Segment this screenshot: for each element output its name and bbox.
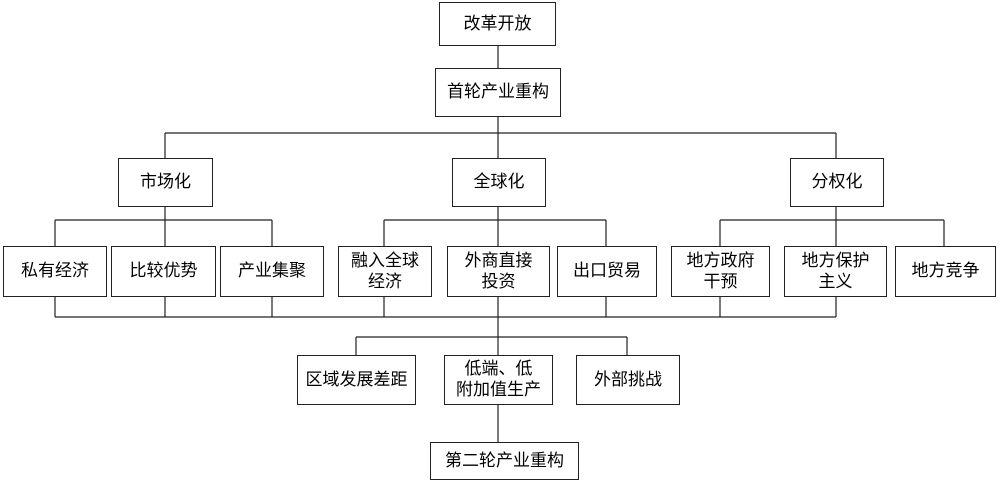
node-private-economy: 私有经济 (3, 246, 107, 297)
node-label: 低端、低 附加值生产 (456, 359, 541, 400)
node-local-competition: 地方竞争 (895, 246, 996, 297)
node-external-challenges: 外部挑战 (576, 355, 680, 405)
node-marketization: 市场化 (118, 158, 213, 207)
node-label: 私有经济 (21, 261, 89, 281)
node-local-gov-intervention: 地方政府 干预 (671, 246, 770, 297)
node-label: 出口贸易 (573, 261, 641, 281)
node-fdi: 外商直接 投资 (447, 246, 550, 297)
node-decentralization: 分权化 (790, 158, 884, 207)
node-integrate-global-economy: 融入全球 经济 (338, 246, 432, 297)
node-label: 地方竞争 (911, 261, 980, 281)
node-comparative-advantage: 比较优势 (111, 246, 216, 297)
node-label: 地方保护 主义 (801, 250, 870, 292)
node-regional-gap: 区域发展差距 (297, 355, 416, 405)
node-label: 分权化 (811, 172, 863, 192)
node-label: 产业集聚 (238, 261, 306, 281)
node-low-end-low-value: 低端、低 附加值生产 (444, 355, 553, 405)
node-reform-opening: 改革开放 (439, 2, 556, 46)
node-globalization: 全球化 (452, 158, 546, 207)
node-label: 区域发展差距 (305, 369, 408, 390)
node-label: 市场化 (140, 172, 191, 192)
node-label: 全球化 (473, 172, 525, 192)
node-local-protectionism: 地方保护 主义 (784, 246, 887, 297)
node-label: 第二轮产业重构 (445, 450, 564, 471)
node-second-restructuring: 第二轮产业重构 (430, 442, 579, 480)
node-industrial-clustering: 产业集聚 (220, 246, 324, 297)
node-label: 比较优势 (129, 261, 198, 281)
node-first-restructuring: 首轮产业重构 (435, 68, 561, 117)
node-export-trade: 出口贸易 (557, 246, 657, 297)
node-label: 外商直接 投资 (464, 250, 533, 292)
node-label: 外部挑战 (594, 369, 662, 390)
node-label: 地方政府 干预 (686, 250, 755, 292)
node-label: 融入全球 经济 (351, 250, 419, 292)
node-label: 首轮产业重构 (447, 82, 549, 102)
node-label: 改革开放 (463, 13, 532, 34)
